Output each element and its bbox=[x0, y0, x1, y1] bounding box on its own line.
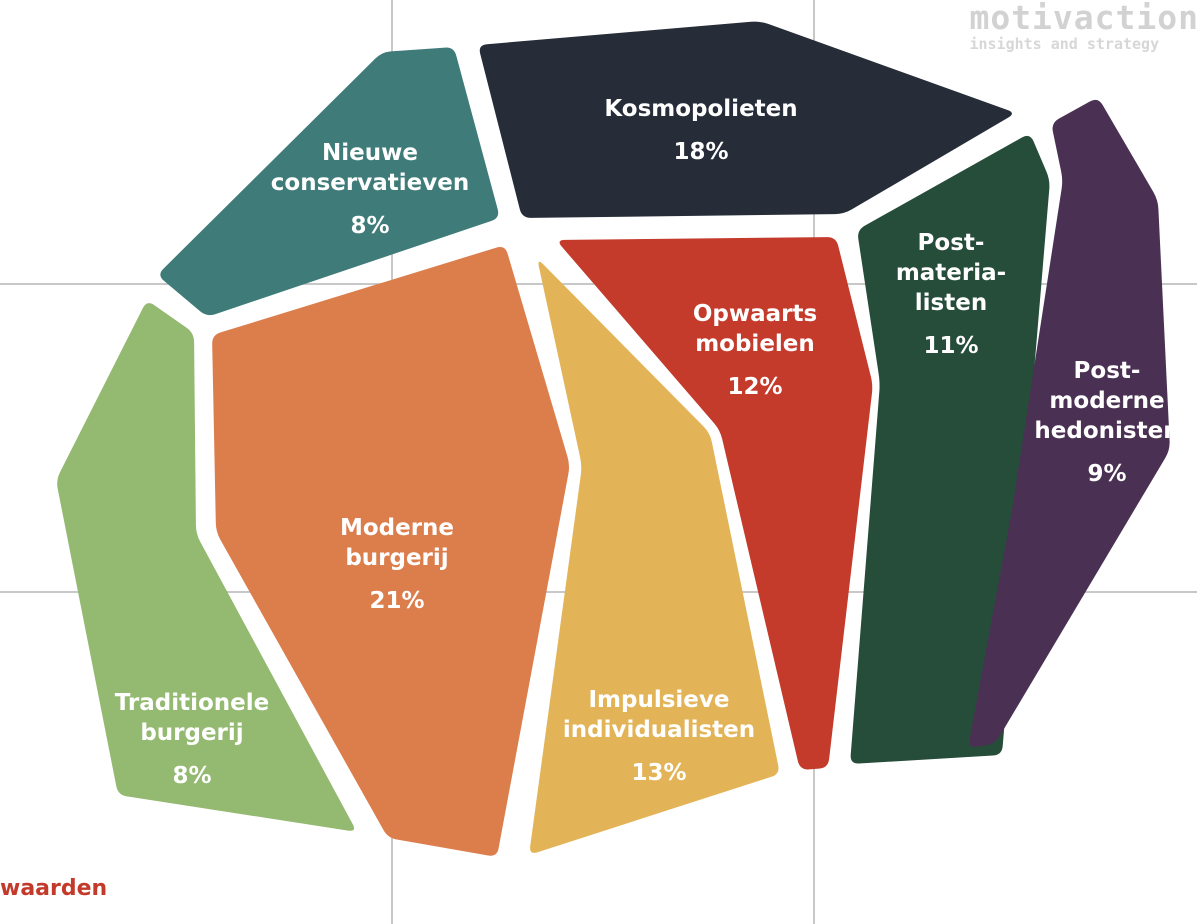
segment-label-line: Opwaarts bbox=[693, 301, 817, 327]
segment-traditionele-burgerij: Traditionele burgerij 8% bbox=[57, 303, 355, 831]
segment-label-line: hedonisten bbox=[1034, 418, 1179, 444]
brand-name: motivaction bbox=[969, 0, 1197, 37]
segment-label-line: Nieuwe bbox=[322, 140, 418, 166]
segment-percentage: 18% bbox=[673, 139, 728, 165]
segment-percentage: 11% bbox=[923, 333, 978, 359]
segment-percentage: 21% bbox=[369, 588, 424, 614]
segment-label-line: moderne bbox=[1049, 388, 1164, 414]
segment-impulsieve-individualisten-shape bbox=[530, 261, 779, 853]
segment-moderne-burgerij: Moderne burgerij 21% bbox=[212, 246, 570, 856]
segment-kosmopolieten: Kosmopolieten 18% bbox=[479, 21, 1012, 218]
segment-label-line: Impulsieve bbox=[588, 687, 729, 713]
segment-percentage: 13% bbox=[631, 760, 686, 786]
segment-label-line: listen bbox=[915, 290, 987, 316]
segment-percentage: 8% bbox=[350, 213, 389, 239]
segment-label-line: individualisten bbox=[563, 717, 755, 743]
brand-logo: motivaction insights and strategy bbox=[969, 0, 1197, 52]
segment-impulsieve-individualisten: Impulsieve individualisten 13% bbox=[530, 261, 779, 853]
segment-label-line: Moderne bbox=[340, 515, 454, 541]
segment-percentage: 9% bbox=[1087, 461, 1126, 487]
segment-nieuwe-conservatieven-shape bbox=[160, 47, 499, 316]
segment-label-line: burgerij bbox=[345, 545, 448, 571]
segment-label-line: Kosmopolieten bbox=[604, 96, 797, 122]
segment-percentage: 8% bbox=[172, 763, 211, 789]
segment-label-line: conservatieven bbox=[271, 170, 469, 196]
segment-percentage: 12% bbox=[727, 374, 782, 400]
segment-moderne-burgerij-shape bbox=[212, 246, 570, 856]
segment-traditionele-burgerij-shape bbox=[57, 303, 355, 831]
segments-layer: Nieuwe conservatieven 8% Kosmopolieten 18% Tr… bbox=[57, 21, 1180, 856]
segment-label-line: burgerij bbox=[140, 720, 243, 746]
axis-label-fragment: waarden bbox=[0, 876, 108, 901]
segment-nieuwe-conservatieven: Nieuwe conservatieven 8% bbox=[160, 47, 499, 316]
segment-kosmopolieten-shape bbox=[479, 21, 1012, 218]
segment-post-moderne-hedonisten-shape bbox=[969, 99, 1170, 747]
segment-opwaarts-mobielen-shape bbox=[559, 237, 873, 770]
brand-tagline: insights and strategy bbox=[969, 35, 1160, 53]
segment-label-line: materia- bbox=[896, 260, 1006, 286]
segment-label-line: Post- bbox=[1074, 358, 1141, 384]
segment-label-line: Traditionele bbox=[115, 690, 270, 716]
segment-label-line: Post- bbox=[918, 230, 985, 256]
segment-post-moderne-hedonisten: Post-moderne hedonisten 9% bbox=[969, 99, 1180, 747]
segment-label-line: mobielen bbox=[695, 331, 815, 357]
segment-opwaarts-mobielen: Opwaarts mobielen 12% bbox=[559, 237, 873, 770]
